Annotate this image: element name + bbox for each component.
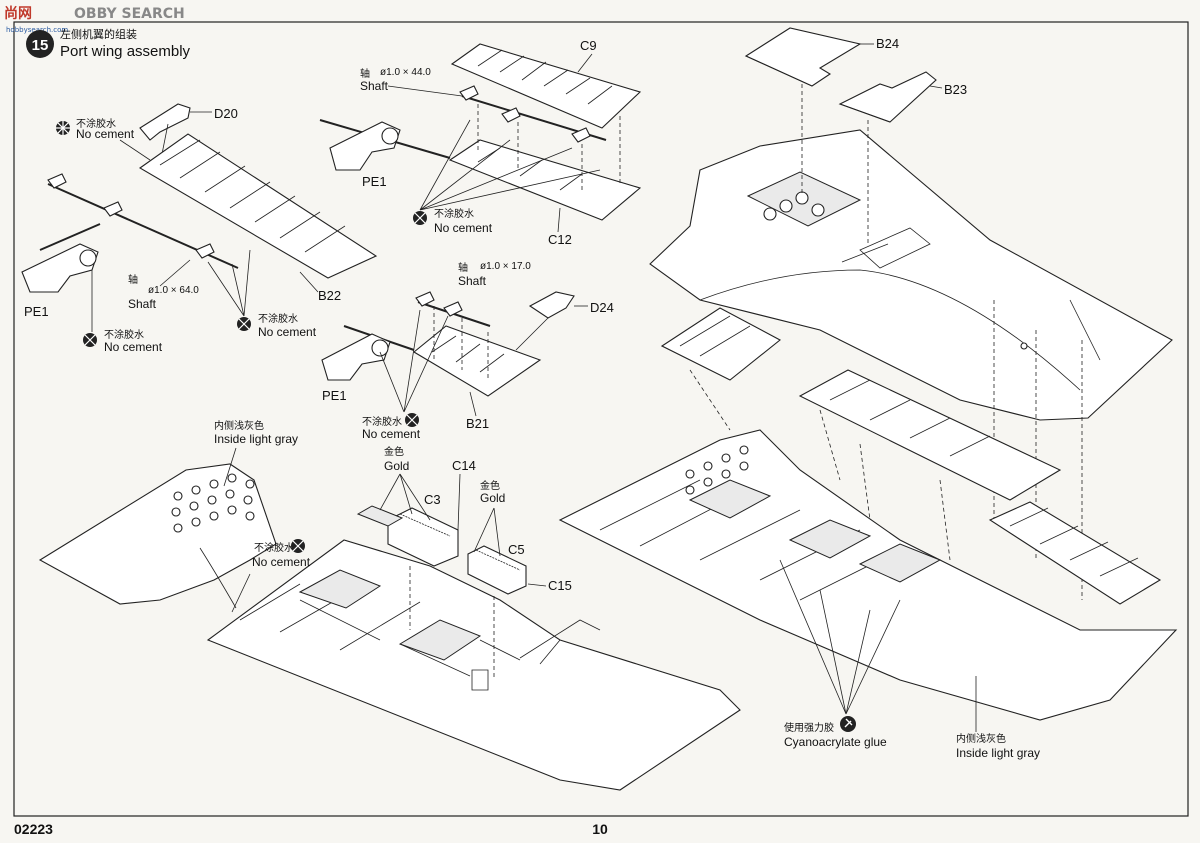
no-cement-cn-1: 不涂胶水 (76, 117, 116, 130)
lower-left-wing-group: 内侧浅灰色 Inside light gray 不涂胶水 No cement C… (38, 419, 741, 791)
no-cement-cn-4: 不涂胶水 (434, 207, 474, 220)
no-cement-en-2: No cement (104, 340, 163, 354)
label-b22: B22 (318, 288, 341, 303)
shaft-en-3: Shaft (458, 274, 487, 288)
catalog-code: 02223 (14, 821, 53, 837)
label-b24: B24 (876, 36, 899, 51)
aileron-c9-group: C9 C12 轴 ø1.0 × 44.0 Shaft PE1 不涂胶水 No c… (319, 38, 642, 247)
label-b23: B23 (944, 82, 967, 97)
inside-gray-cn-2: 内侧浅灰色 (956, 732, 1006, 745)
label-d24: D24 (590, 300, 614, 315)
no-cement-cn-2: 不涂胶水 (104, 328, 144, 341)
shaft-en-1: Shaft (128, 297, 157, 311)
no-cement-en-1: No cement (76, 127, 135, 141)
inside-gray-en-2: Inside light gray (956, 746, 1040, 760)
label-pe1-low: PE1 (322, 388, 347, 403)
label-c15: C15 (548, 578, 572, 593)
hinge-3 (195, 243, 215, 259)
label-c14: C14 (452, 458, 476, 473)
no-cement-cn-3: 不涂胶水 (258, 312, 298, 325)
watermark-site: hobbysearch.com (6, 26, 68, 34)
shaft-size-64: ø1.0 × 64.0 (148, 285, 199, 296)
shaft-cn-1: 轴 (128, 273, 138, 286)
watermark-logo: 尚网 OBBY SEARCH hobbysearch.com (4, 5, 185, 34)
outer-wing-left (38, 463, 277, 605)
shaft-size-17: ø1.0 × 17.0 (480, 261, 531, 272)
part-b23 (838, 71, 937, 123)
step-number: 15 (32, 37, 49, 54)
part-c9 (450, 43, 642, 129)
label-pe1-mid: PE1 (362, 174, 387, 189)
hinge-1 (47, 173, 67, 189)
no-cement-en-3: No cement (258, 325, 317, 339)
no-cement-cn-5: 不涂胶水 (362, 415, 402, 428)
page-number: 10 (592, 821, 608, 837)
inside-gray-cn-1: 内侧浅灰色 (214, 419, 264, 432)
part-b21 (413, 325, 542, 397)
watermark-cn: 尚网 (4, 5, 32, 22)
gold-en-1: Gold (384, 459, 409, 473)
gold-en-2: Gold (480, 491, 505, 505)
part-c3 (356, 505, 404, 527)
no-cement-en-6: No cement (252, 555, 311, 569)
part-c15 (467, 545, 527, 595)
label-c9: C9 (580, 38, 597, 53)
label-c3: C3 (424, 492, 441, 507)
glue-cn: 使用强力胶 (784, 721, 834, 734)
gold-cn-2: 金色 (480, 479, 500, 492)
glue-en: Cyanoacrylate glue (784, 735, 887, 749)
label-c5: C5 (508, 542, 525, 557)
no-cement-en-5: No cement (362, 427, 421, 441)
flap-outer-right (988, 501, 1162, 605)
gold-cn-1: 金色 (384, 445, 404, 458)
part-b22 (138, 133, 378, 279)
page-frame (13, 21, 1189, 817)
no-cement-en-4: No cement (434, 221, 493, 235)
part-d20 (139, 103, 191, 141)
shaft-en-2: Shaft (360, 79, 389, 93)
no-cement-cn-6: 不涂胶水 (254, 541, 294, 554)
step-number-badge (26, 30, 54, 58)
label-c12: C12 (548, 232, 572, 247)
step-title-cn: 左侧机翼的组装 (60, 27, 137, 41)
upper-wing-group: B24 B23 (649, 27, 1173, 600)
shaft-size-44: ø1.0 × 44.0 (380, 67, 431, 78)
shaft-cn-3: 轴 (458, 261, 468, 274)
flap-b21-group: B21 轴 ø1.0 × 17.0 Shaft D24 PE1 不涂胶水 No … (321, 261, 614, 441)
part-pe1-left (21, 243, 99, 293)
watermark-en: OBBY SEARCH (74, 6, 185, 22)
label-d20: D20 (214, 106, 238, 121)
flap-right (798, 369, 1062, 501)
part-c12 (448, 139, 642, 221)
part-b24 (744, 27, 862, 87)
label-b21: B21 (466, 416, 489, 431)
part-d24 (528, 291, 575, 319)
inside-gray-en-1: Inside light gray (214, 432, 298, 446)
hinge-2 (103, 201, 123, 217)
part-c14 (387, 507, 459, 567)
label-pe1-left: PE1 (24, 304, 49, 319)
aileron-b22-group: D20 B22 不涂胶水 No cement PE1 轴 ø1.0 × 64.0… (21, 103, 378, 354)
step-header: 15 左侧机翼的组装 Port wing assembly (26, 27, 191, 60)
step-title-en: Port wing assembly (60, 43, 191, 60)
shaft-cn-2: 轴 (360, 67, 370, 80)
aileron-right (660, 307, 781, 381)
lower-right-wing-group: 使用强力胶 Cyanoacrylate glue 内侧浅灰色 Inside li… (558, 307, 1178, 760)
